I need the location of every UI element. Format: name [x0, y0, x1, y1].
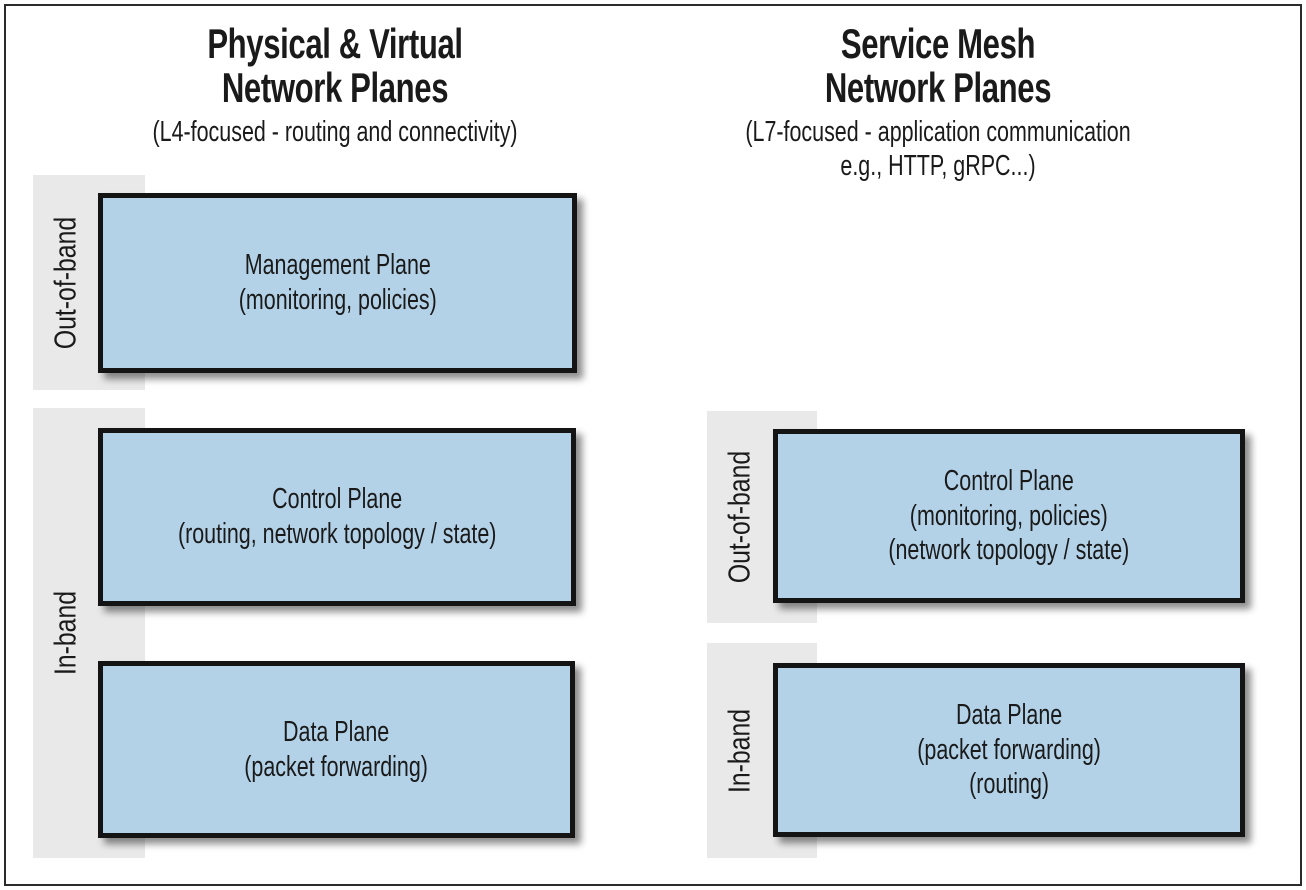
- in-band-label-physical: In-band: [48, 590, 84, 676]
- control-plane-box-physical: Control Plane (routing, network topology…: [98, 428, 576, 606]
- out-of-band-label-mesh: Out-of-band: [722, 450, 757, 584]
- in-band-label-mesh: In-band: [722, 708, 758, 793]
- physical-network-header: Physical & Virtual Network Planes (L4-fo…: [35, 20, 635, 149]
- service-mesh-subtitle: (L7-focused - application communication …: [745, 116, 1131, 183]
- data-plane-label-mesh: Data Plane (packet forwarding) (routing): [917, 698, 1101, 801]
- data-plane-label-physical: Data Plane (packet forwarding): [244, 715, 429, 783]
- control-plane-label-mesh: Control Plane (monitoring, policies) (ne…: [888, 464, 1130, 567]
- management-plane-label: Management Plane (monitoring, policies): [238, 249, 437, 316]
- control-plane-label-physical: Control Plane (routing, network topology…: [177, 483, 497, 550]
- service-mesh-header: Service Mesh Network Planes (L7-focused …: [638, 20, 1238, 184]
- service-mesh-title: Service Mesh Network Planes: [824, 20, 1052, 112]
- out-of-band-label-physical: Out-of-band: [48, 216, 83, 349]
- physical-network-subtitle: (L4-focused - routing and connectivity): [152, 116, 518, 149]
- data-plane-box-mesh: Data Plane (packet forwarding) (routing): [773, 663, 1245, 837]
- management-plane-box: Management Plane (monitoring, policies): [98, 193, 577, 373]
- out-of-band-label-wrap-physical: Out-of-band: [33, 175, 99, 390]
- physical-network-title: Physical & Virtual Network Planes: [207, 20, 463, 112]
- out-of-band-label-wrap-mesh: Out-of-band: [707, 411, 773, 623]
- in-band-label-wrap-physical: In-band: [33, 408, 99, 858]
- control-plane-box-mesh: Control Plane (monitoring, policies) (ne…: [773, 429, 1245, 603]
- data-plane-box-physical: Data Plane (packet forwarding): [98, 661, 575, 838]
- in-band-label-wrap-mesh: In-band: [707, 643, 773, 858]
